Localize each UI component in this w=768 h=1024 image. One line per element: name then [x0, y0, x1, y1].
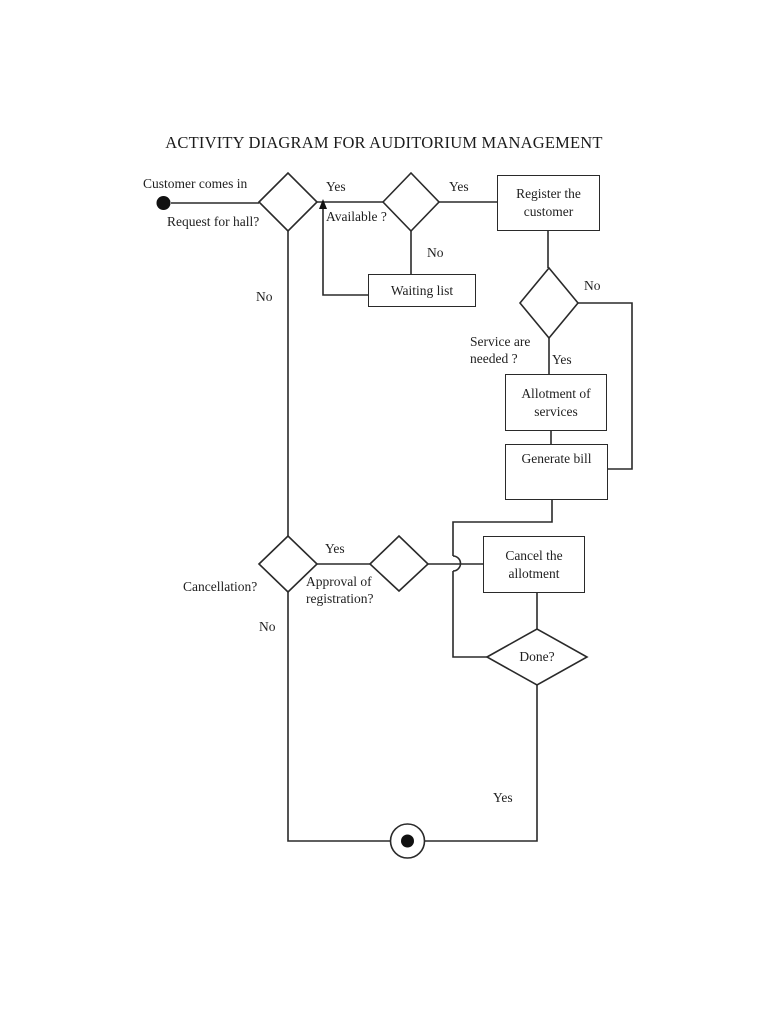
question-approval: Approval of registration? — [306, 574, 374, 606]
guard-request-no: No — [256, 289, 273, 304]
question-cancellation: Cancellation? — [183, 579, 258, 594]
decision-request-hall — [257, 171, 319, 233]
initial-node — [156, 196, 171, 210]
guard-cancellation-yes: Yes — [325, 541, 345, 556]
guard-service-no: No — [584, 278, 601, 293]
activity-cancel-allotment: Cancel the allotment — [483, 536, 585, 593]
question-request-hall: Request for hall? — [167, 214, 260, 229]
connector-lines — [171, 201, 633, 842]
decision-approval — [368, 534, 430, 593]
activity-generate-bill: Generate bill — [505, 444, 608, 500]
activity-register-customer: Register the customer — [497, 175, 600, 231]
final-node — [389, 823, 426, 859]
guard-request-yes: Yes — [326, 179, 346, 194]
diagram-title: ACTIVITY DIAGRAM FOR AUDITORIUM MANAGEME… — [165, 133, 603, 152]
guard-available-yes: Yes — [449, 179, 469, 194]
guard-done-yes: Yes — [493, 790, 513, 805]
guard-service-yes: Yes — [552, 352, 572, 367]
decision-cancellation — [257, 534, 319, 594]
arrowhead-up-icon — [319, 199, 327, 209]
start-label: Customer comes in — [143, 176, 248, 191]
activity-waiting-list: Waiting list — [368, 274, 476, 307]
question-service-needed: Service are needed ? — [470, 334, 531, 366]
question-done: Done? — [519, 649, 555, 664]
guard-available-no: No — [427, 245, 444, 260]
guard-cancellation-no: No — [259, 619, 276, 634]
activity-allotment-of-services: Allotment of services — [505, 374, 607, 431]
decision-available — [381, 171, 441, 233]
question-available: Available ? — [326, 209, 387, 224]
decision-done — [485, 628, 589, 686]
decision-service-needed — [518, 266, 580, 340]
